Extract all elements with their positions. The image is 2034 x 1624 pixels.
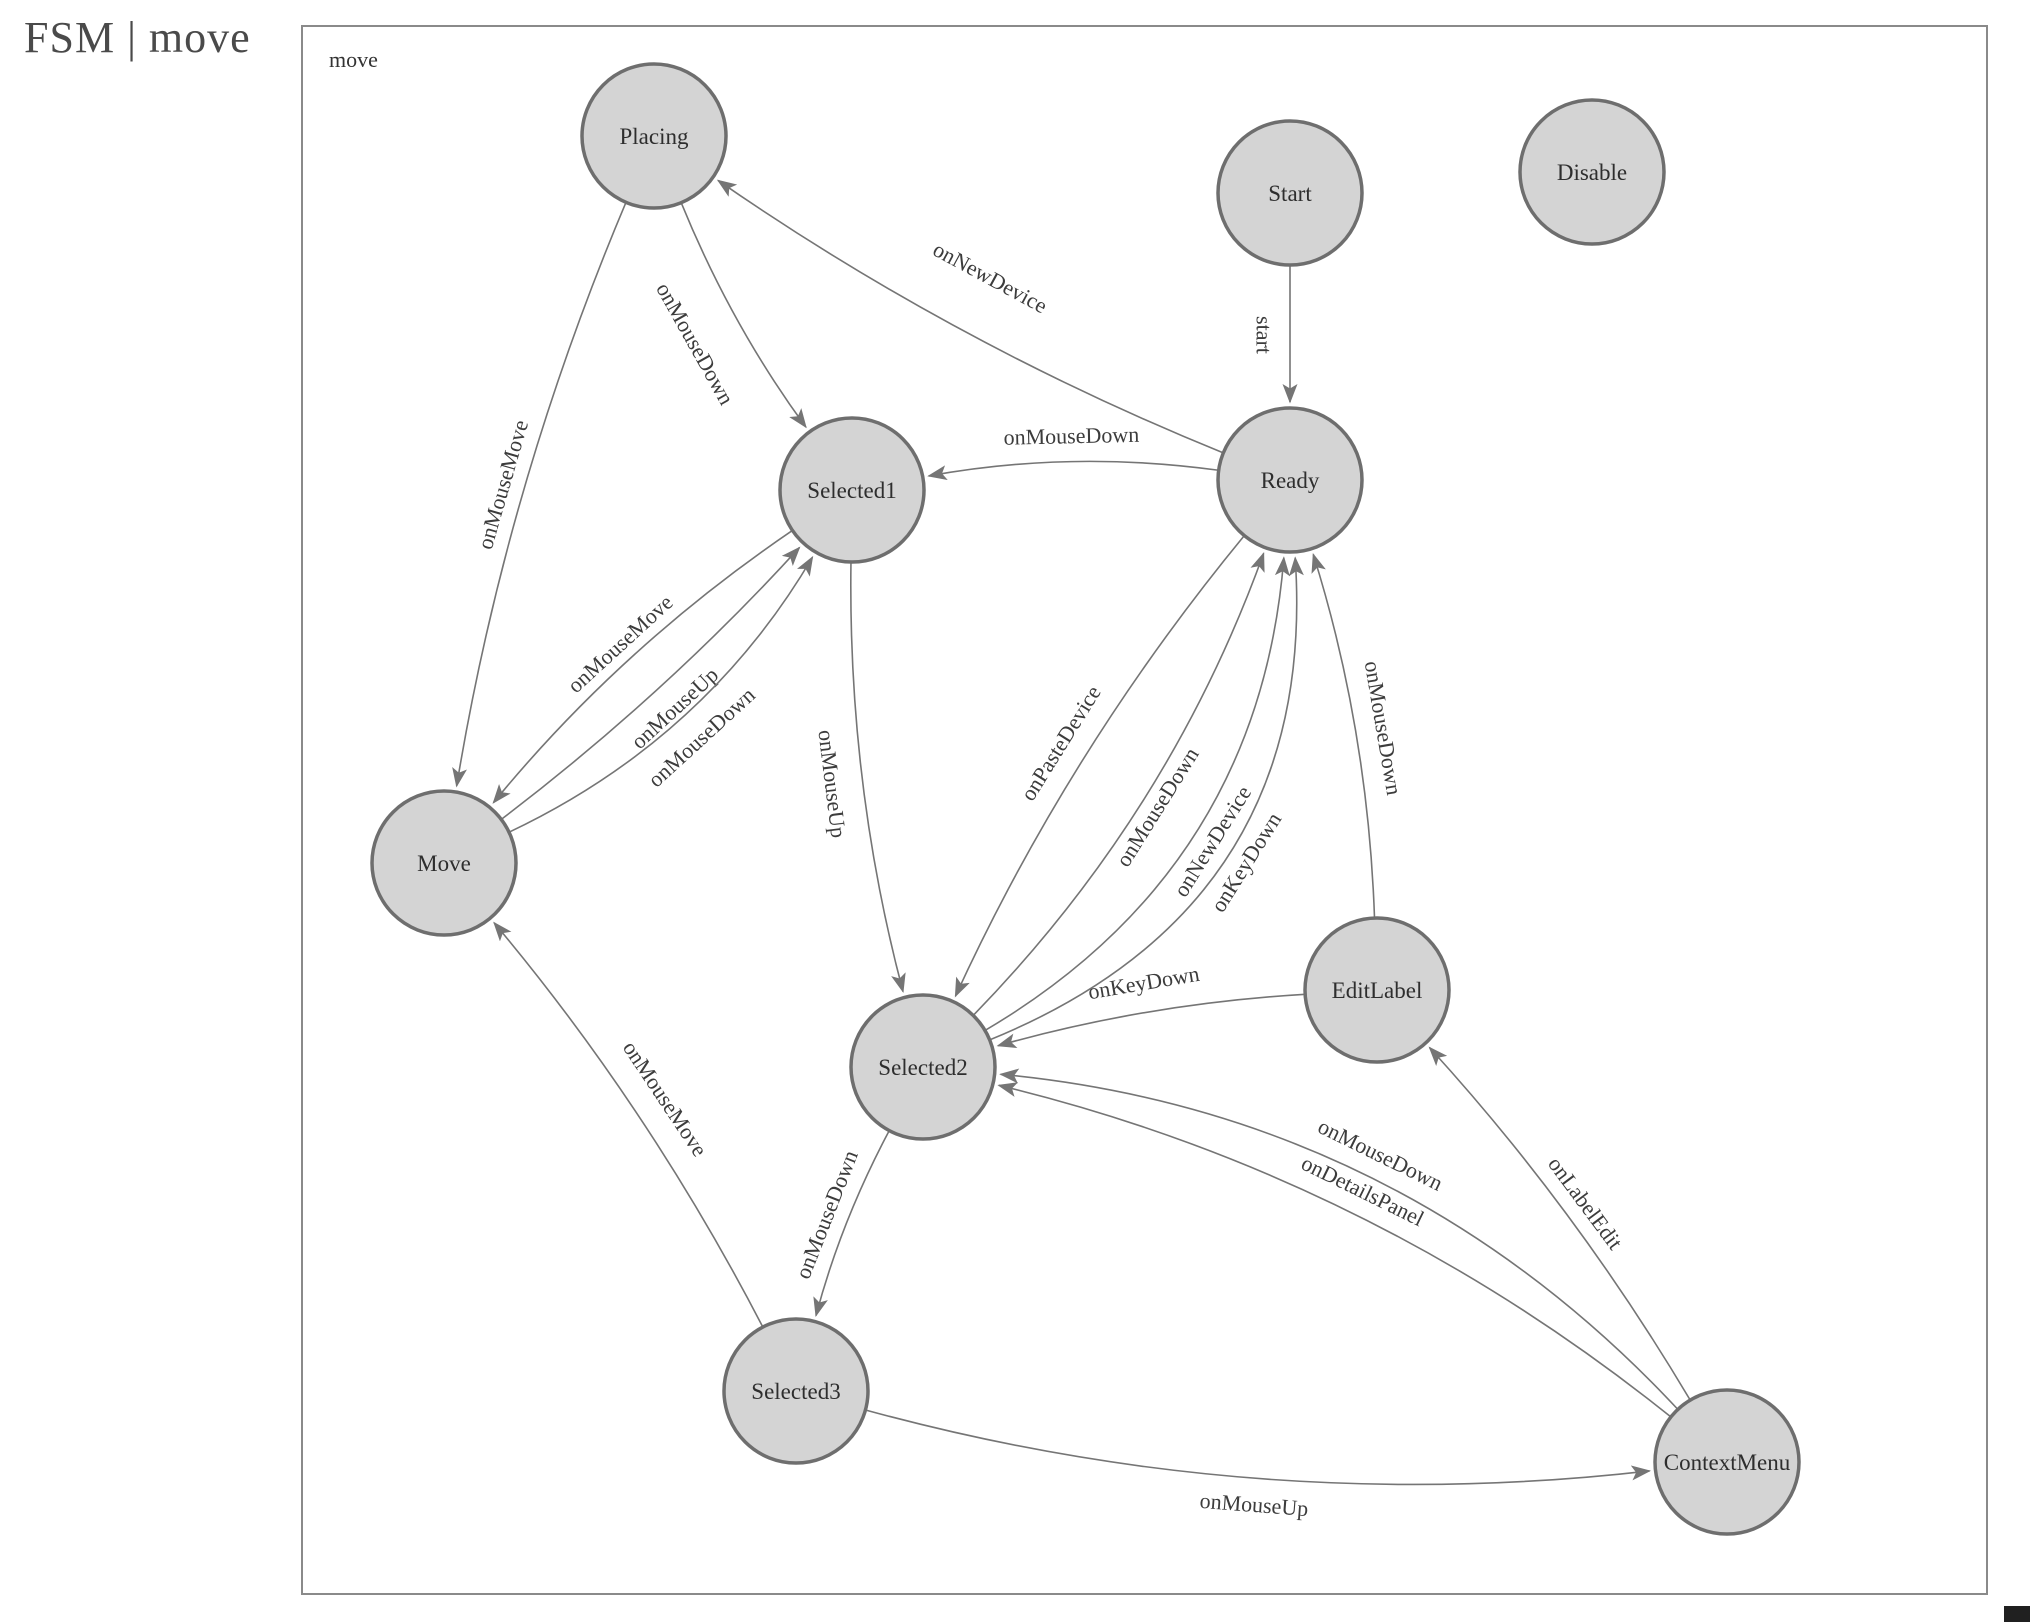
state-label: Disable (1557, 160, 1627, 185)
state-node-selected1[interactable]: Selected1 (778, 416, 926, 564)
state-node-disable[interactable]: Disable (1518, 98, 1666, 246)
state-label: EditLabel (1332, 978, 1423, 1003)
transition-edge-onDetailsPanel (997, 1082, 1672, 1418)
state-circle-editlabel[interactable] (1303, 916, 1451, 1064)
state-label: Move (417, 851, 471, 876)
transition-label: onMouseDown (1003, 422, 1139, 450)
state-circle-disable[interactable] (1518, 98, 1666, 246)
transition-edge-onNewDevice (716, 179, 1224, 454)
state-node-selected2[interactable]: Selected2 (849, 993, 997, 1141)
transition-edge-onMouseDown (680, 202, 807, 429)
state-label: Ready (1261, 468, 1320, 493)
transition-label: onMouseUp (1199, 1488, 1309, 1521)
transition-label: onPasteDevice (1015, 681, 1106, 805)
transition-edge-onKeyDown (989, 556, 1304, 1041)
state-label: Placing (620, 124, 689, 149)
transition-edge-onMouseMove (493, 921, 764, 1328)
transition-label: onMouseMove (618, 1036, 713, 1161)
state-circle-placing[interactable] (580, 62, 728, 210)
transition-edge-onMouseDown (813, 1130, 890, 1318)
transition-edge-onMouseDown (1311, 553, 1376, 919)
transition-label: onMouseMove (562, 589, 677, 697)
transition-edge-onMouseDown (999, 1068, 1679, 1410)
transition-edge-onPasteDevice (954, 535, 1245, 998)
transition-label: onMouseMove (472, 417, 533, 552)
state-label: Selected2 (878, 1055, 967, 1080)
transition-label: onMouseDown (790, 1147, 863, 1282)
state-label: Selected1 (807, 478, 896, 503)
state-node-contextmenu[interactable]: ContextMenu (1653, 1388, 1801, 1536)
state-circle-move[interactable] (370, 789, 518, 937)
state-node-selected3[interactable]: Selected3 (722, 1317, 870, 1465)
scroll-corner-artifact (2004, 1606, 2030, 1622)
state-node-placing[interactable]: Placing (580, 62, 728, 210)
transition-edge-onMouseMove (452, 202, 627, 788)
state-circle-selected3[interactable] (722, 1317, 870, 1465)
transition-edge-onMouseUp (865, 1409, 1652, 1486)
state-circle-ready[interactable] (1216, 406, 1364, 554)
transition-label: onMouseDown (1360, 659, 1407, 797)
state-node-editlabel[interactable]: EditLabel (1303, 916, 1451, 1064)
state-label: ContextMenu (1664, 1450, 1791, 1475)
transition-label: onKeyDown (1086, 961, 1201, 1004)
diagram-group-label: move (329, 47, 378, 72)
state-circle-contextmenu[interactable] (1653, 1388, 1801, 1536)
transition-edge-onMouseUp (849, 561, 906, 994)
state-node-move[interactable]: Move (370, 789, 518, 937)
transition-label: onNewDevice (929, 236, 1052, 318)
diagram-frame: move start onNewDevice onMouseDown onMouseD… (301, 25, 1988, 1595)
transition-edge-onMouseDown (508, 555, 814, 833)
state-node-start[interactable]: Start (1216, 119, 1364, 267)
transition-label: start (1251, 316, 1276, 354)
state-node-ready[interactable]: Ready (1216, 406, 1364, 554)
transition-edge-onMouseMove (492, 529, 793, 804)
transition-edge-onNewDevice (984, 556, 1290, 1032)
state-circle-start[interactable] (1216, 119, 1364, 267)
transition-label: onMouseUp (813, 728, 851, 839)
state-circle-selected1[interactable] (778, 416, 926, 564)
page-title: FSM | move (24, 13, 251, 62)
fsm-canvas: start onNewDevice onMouseDown onMouseDown on… (370, 62, 1801, 1536)
state-circle-selected2[interactable] (849, 993, 997, 1141)
state-label: Selected3 (751, 1379, 840, 1404)
transition-edge-onMouseDown (972, 551, 1265, 1016)
transition-edge-onMouseUp (500, 546, 801, 821)
transition-edge-onLabelEdit (1428, 1046, 1691, 1401)
transition-edge-onMouseDown (927, 460, 1219, 481)
transition-edge-onKeyDown (996, 993, 1306, 1049)
state-label: Start (1268, 181, 1312, 206)
